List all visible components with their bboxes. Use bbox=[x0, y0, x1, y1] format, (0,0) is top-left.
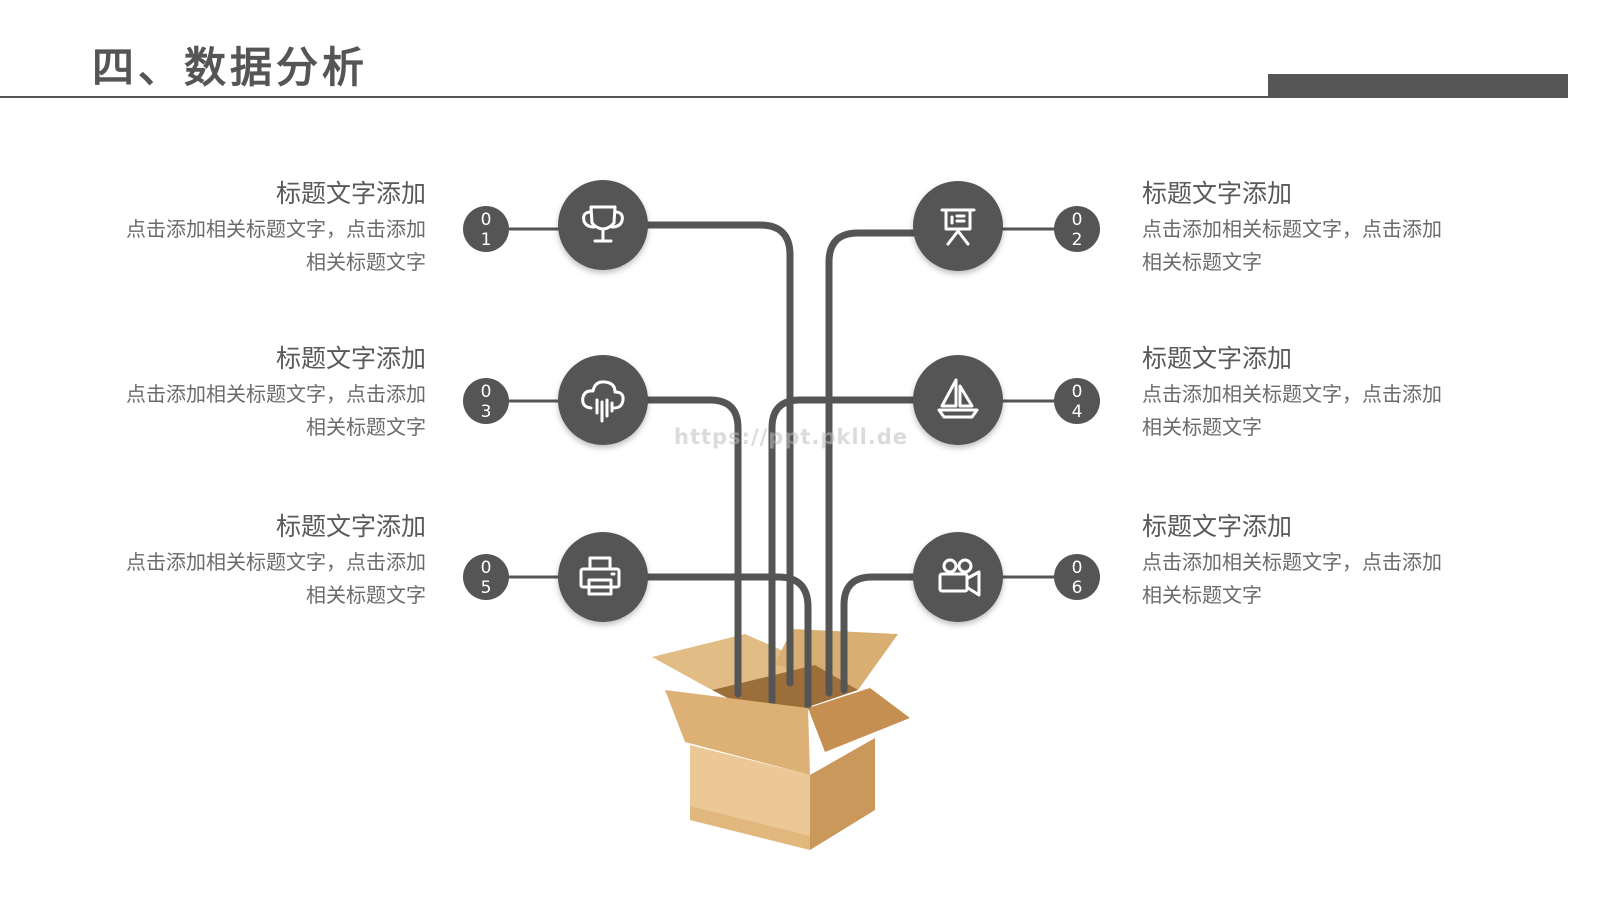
badge-03-digit-top: 0 bbox=[481, 382, 492, 402]
item-description: 点击添加相关标题文字，点击添加 相关标题文字 bbox=[1142, 213, 1482, 279]
badge-02-digit-top: 0 bbox=[1072, 210, 1083, 230]
item-title: 标题文字添加 bbox=[1142, 179, 1293, 208]
item-description: 点击添加相关标题文字，点击添加 相关标题文字 bbox=[86, 213, 426, 279]
badge-06-digit-bottom: 6 bbox=[1072, 578, 1083, 598]
cable-01 bbox=[644, 221, 794, 687]
icon-circle-03 bbox=[558, 355, 648, 445]
cables bbox=[644, 221, 919, 710]
item-desc-line: 点击添加相关标题文字，点击添加 bbox=[126, 382, 426, 406]
header-accent-bar bbox=[1268, 74, 1568, 97]
badge-06-digit-top: 0 bbox=[1072, 558, 1083, 578]
item-title: 标题文字添加 bbox=[275, 512, 426, 541]
printer-icon bbox=[579, 556, 621, 596]
item-text-04: 标题文字添加 点击添加相关标题文字，点击添加 相关标题文字 bbox=[1142, 342, 1482, 444]
cardboard-box bbox=[665, 688, 910, 850]
item-desc-line: 点击添加相关标题文字，点击添加 bbox=[1142, 382, 1442, 406]
item-desc-line: 相关标题文字 bbox=[306, 583, 426, 607]
badge-01-digit-top: 0 bbox=[481, 210, 492, 230]
icon-circle-01 bbox=[558, 180, 648, 270]
cable-06 bbox=[840, 573, 919, 694]
item-description: 点击添加相关标题文字，点击添加 相关标题文字 bbox=[86, 546, 426, 612]
sailboat-icon bbox=[937, 378, 979, 419]
item-desc-line: 点击添加相关标题文字，点击添加 bbox=[126, 217, 426, 241]
item-desc-line: 相关标题文字 bbox=[306, 250, 426, 274]
number-badge-01 bbox=[463, 206, 509, 252]
item-description: 点击添加相关标题文字，点击添加 相关标题文字 bbox=[1142, 546, 1482, 612]
item-title: 标题文字添加 bbox=[1142, 344, 1293, 373]
number-badge-04 bbox=[1054, 378, 1100, 424]
badge-05-digit-bottom: 5 bbox=[481, 578, 492, 598]
video-camera-icon bbox=[938, 558, 981, 597]
cable-03 bbox=[644, 396, 742, 698]
item-text-03: 标题文字添加 点击添加相关标题文字，点击添加 相关标题文字 bbox=[86, 342, 426, 444]
trophy-icon bbox=[582, 205, 624, 243]
header-divider bbox=[0, 96, 1568, 98]
item-text-05: 标题文字添加 点击添加相关标题文字，点击添加 相关标题文字 bbox=[86, 510, 426, 612]
badge-05-digit-top: 0 bbox=[481, 558, 492, 578]
item-description: 点击添加相关标题文字，点击添加 相关标题文字 bbox=[1142, 378, 1482, 444]
item-desc-line: 相关标题文字 bbox=[1142, 415, 1262, 439]
watermark: https://ppt.pkll.de bbox=[674, 425, 909, 449]
item-desc-line: 点击添加相关标题文字，点击添加 bbox=[1142, 217, 1442, 241]
number-badge-02 bbox=[1054, 206, 1100, 252]
cable-04 bbox=[768, 396, 919, 706]
item-description: 点击添加相关标题文字，点击添加 相关标题文字 bbox=[86, 378, 426, 444]
badge-04-digit-bottom: 4 bbox=[1072, 402, 1083, 422]
item-desc-line: 点击添加相关标题文字，点击添加 bbox=[126, 550, 426, 574]
badge-02-digit-bottom: 2 bbox=[1072, 230, 1083, 250]
presentation-board-icon bbox=[940, 208, 976, 246]
rain-cloud-icon bbox=[581, 380, 625, 423]
icon-circle-05 bbox=[558, 532, 648, 622]
item-text-01: 标题文字添加 点击添加相关标题文字，点击添加 相关标题文字 bbox=[86, 177, 426, 279]
number-badge-05 bbox=[463, 554, 509, 600]
item-title: 标题文字添加 bbox=[1142, 512, 1293, 541]
badge-04-digit-top: 0 bbox=[1072, 382, 1083, 402]
item-title: 标题文字添加 bbox=[275, 344, 426, 373]
page-title: 四、数据分析 bbox=[92, 43, 369, 92]
badge-01-digit-bottom: 1 bbox=[481, 230, 492, 250]
icon-circle-02 bbox=[913, 181, 1003, 271]
number-badge-03 bbox=[463, 378, 509, 424]
cable-02 bbox=[825, 229, 919, 697]
item-desc-line: 相关标题文字 bbox=[1142, 583, 1262, 607]
item-title: 标题文字添加 bbox=[275, 179, 426, 208]
item-text-02: 标题文字添加 点击添加相关标题文字，点击添加 相关标题文字 bbox=[1142, 177, 1482, 279]
cable-05 bbox=[644, 573, 812, 710]
item-desc-line: 相关标题文字 bbox=[1142, 250, 1262, 274]
icon-circle-06 bbox=[913, 532, 1003, 622]
item-desc-line: 相关标题文字 bbox=[306, 415, 426, 439]
item-text-06: 标题文字添加 点击添加相关标题文字，点击添加 相关标题文字 bbox=[1142, 510, 1482, 612]
number-badge-06 bbox=[1054, 554, 1100, 600]
badge-03-digit-bottom: 3 bbox=[481, 402, 492, 422]
icon-circle-04 bbox=[913, 355, 1003, 445]
item-desc-line: 点击添加相关标题文字，点击添加 bbox=[1142, 550, 1442, 574]
